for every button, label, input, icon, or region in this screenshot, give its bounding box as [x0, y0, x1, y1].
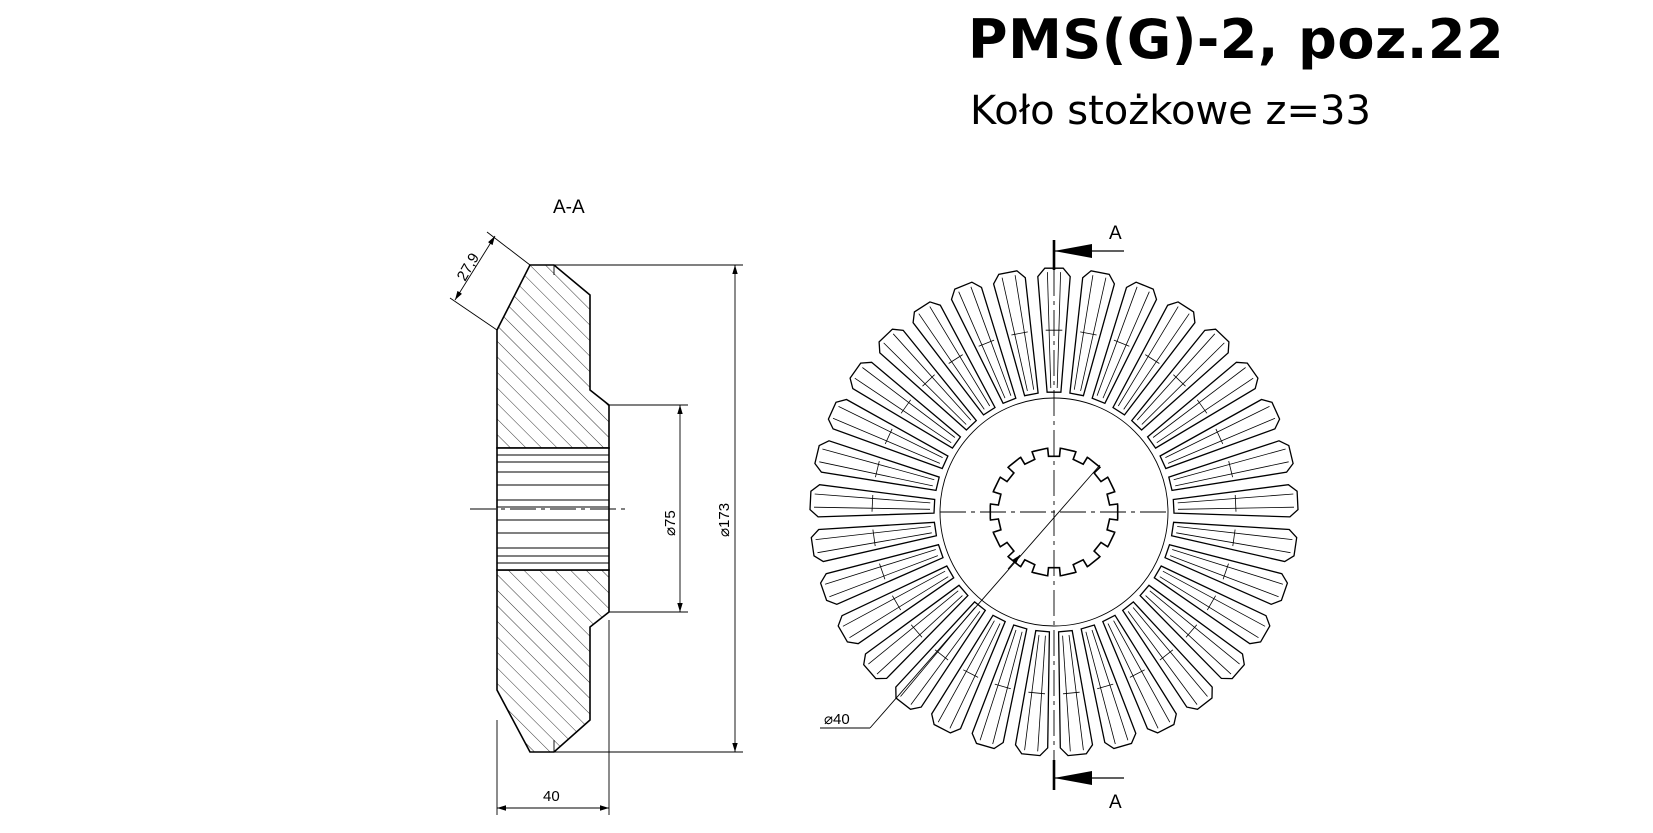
tooth-mid-line: [910, 624, 923, 638]
front-view: A A ⌀40: [809, 223, 1299, 813]
gear-tooth: [878, 328, 978, 431]
gear-tooth: [912, 301, 996, 416]
svg-text:⌀40: ⌀40: [824, 711, 850, 728]
tooth-mid-line: [978, 339, 995, 347]
gear-tooth: [827, 398, 949, 470]
gear-tooth: [1146, 361, 1259, 449]
gear-tooth: [814, 440, 940, 492]
tooth-mid-line: [1113, 339, 1130, 347]
gear-tooth: [1159, 398, 1281, 470]
gear-tooth: [1101, 614, 1177, 734]
svg-text:40: 40: [543, 788, 560, 805]
tooth-mid-line: [1011, 331, 1028, 336]
section-view: A-A 27,9: [449, 197, 743, 815]
dim-outer-173: ⌀173: [554, 264, 743, 753]
tooth-mid-line: [994, 683, 1011, 690]
svg-text:27,9: 27,9: [454, 250, 483, 284]
tooth-mid-line: [1222, 563, 1229, 580]
gear-tooth: [1139, 584, 1245, 680]
tooth-mid-line: [879, 563, 886, 580]
gear-tooth: [1112, 301, 1196, 416]
gear-tooth: [931, 614, 1007, 734]
cut-mark-bottom: A: [1109, 792, 1122, 813]
tooth-mid-line: [872, 529, 876, 547]
section-lower-half: [496, 569, 610, 753]
spline-bore-front: [989, 447, 1119, 577]
gear-tooth: [819, 543, 944, 606]
gear-tooth: [992, 270, 1039, 397]
tooth-mid-line: [1080, 331, 1097, 336]
tooth-mid-line: [884, 428, 893, 445]
svg-text:⌀173: ⌀173: [716, 503, 733, 537]
gear-tooth: [971, 624, 1028, 750]
tooth-mid-line: [1145, 354, 1160, 364]
tooth-mid-line: [922, 374, 935, 387]
gear-tooth: [1130, 328, 1230, 431]
gear-tooth: [849, 361, 962, 449]
tooth-mid-line: [875, 461, 880, 478]
svg-text:⌀75: ⌀75: [662, 510, 679, 536]
gear-tooth: [1168, 440, 1294, 492]
drawing-title: PMS(G)-2, poz.22: [968, 8, 1505, 71]
tooth-mid-line: [1234, 494, 1237, 512]
dim-bore-40: ⌀40: [820, 464, 1101, 729]
section-cut-bottom: A: [1052, 760, 1124, 813]
gear-tooth: [1057, 629, 1094, 757]
section-upper-half: [496, 264, 610, 449]
gear-teeth: [809, 267, 1299, 757]
gear-tooth: [810, 521, 938, 563]
tooth-mid-line: [1097, 683, 1114, 690]
tooth-mid-line: [1232, 529, 1236, 547]
tooth-mid-line: [1173, 374, 1186, 387]
gear-tooth: [837, 565, 955, 645]
tooth-mid-line: [1196, 399, 1208, 414]
tooth-mid-line: [1159, 649, 1174, 661]
tooth-mid-line: [900, 399, 912, 414]
tooth-mid-line: [948, 354, 963, 364]
gear-tooth: [1080, 624, 1137, 750]
gear-tooth: [1164, 543, 1289, 606]
gear-tooth: [1153, 565, 1271, 645]
tooth-mid-line: [1185, 624, 1198, 638]
gear-tooth: [1170, 521, 1298, 563]
tooth-mid-line: [1028, 691, 1046, 695]
tooth-mid-line: [871, 494, 874, 512]
cut-mark-top: A: [1109, 223, 1122, 244]
gear-tooth: [1014, 629, 1051, 757]
tooth-mid-line: [1215, 428, 1224, 445]
tooth-mid-line: [963, 669, 979, 678]
drawing-subtitle: Koło stożkowe z=33: [970, 88, 1371, 134]
section-cut-top: A: [1052, 223, 1124, 270]
tooth-mid-line: [1206, 595, 1216, 611]
gear-tooth: [1069, 270, 1116, 397]
dim-bore-75: ⌀75: [609, 404, 688, 613]
gear-tooth: [863, 584, 969, 680]
tooth-mid-line: [892, 595, 902, 611]
tooth-mid-line: [1228, 461, 1233, 478]
section-label: A-A: [553, 197, 585, 218]
dim-width-40: 40: [496, 620, 610, 815]
gear-tooth: [1121, 601, 1213, 710]
tooth-mid-line: [1129, 669, 1145, 678]
tooth-mid-line: [1062, 691, 1080, 695]
